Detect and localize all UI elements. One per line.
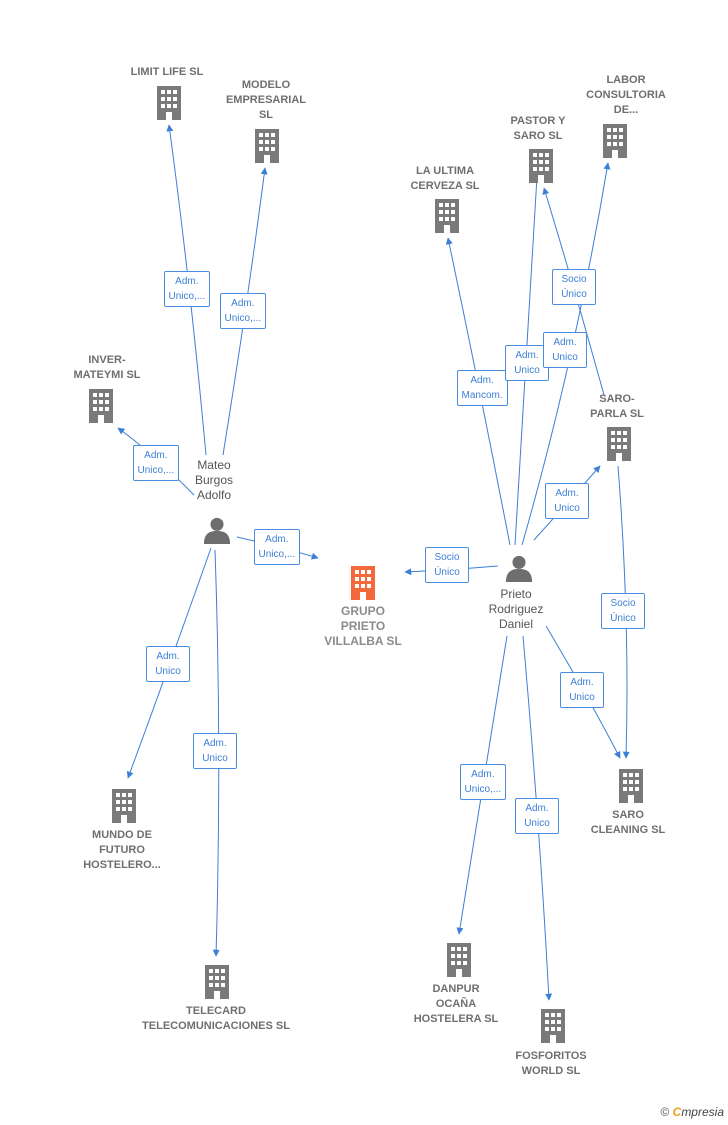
relation-label-prieto-labor[interactable]: Adm. Unico	[543, 332, 587, 368]
company-label-pastor[interactable]: PASTOR Y SARO SL	[510, 115, 566, 142]
company-label-telecard[interactable]: TELECARD TELECOMUNICACIONES SL	[142, 1005, 290, 1032]
main-company-label[interactable]: GRUPO PRIETO VILLALBA SL	[324, 604, 402, 648]
company-label-danpur[interactable]: DANPUR OCAÑA HOSTELERA SL	[413, 983, 499, 1025]
company-building-icon-mundo[interactable]	[112, 789, 136, 823]
company-building-icon-modelo[interactable]	[255, 129, 279, 163]
person-label-mateo[interactable]: Mateo Burgos Adolfo	[194, 458, 234, 502]
company-label-saroparla[interactable]: SARO- PARLA SL	[590, 393, 644, 420]
relation-label-prieto-fosforitos[interactable]: Adm. Unico	[515, 798, 559, 834]
relation-label-prieto-sarocleaning[interactable]: Adm. Unico	[560, 672, 604, 708]
logo-letter: C	[672, 1105, 682, 1119]
company-label-fosforitos[interactable]: FOSFORITOS WORLD SL	[515, 1050, 587, 1077]
relation-label-prieto-ultima[interactable]: Adm. Mancom.	[456, 370, 508, 406]
person-label-prieto[interactable]: Prieto Rodriguez Daniel	[488, 587, 544, 631]
company-building-icon-saroparla[interactable]	[607, 427, 631, 461]
copyright-symbol: ©	[660, 1105, 670, 1119]
company-label-mundo[interactable]: MUNDO DE FUTURO HOSTELERO...	[83, 829, 161, 871]
company-building-icon-sarocleaning[interactable]	[619, 769, 643, 803]
relation-label-mateo-main[interactable]: Adm. Unico,...	[253, 529, 301, 565]
relation-label-mateo-mundo[interactable]: Adm. Unico	[146, 646, 190, 682]
relation-label-mateo-inver[interactable]: Adm. Unico,...	[132, 445, 180, 481]
company-building-icon-fosforitos[interactable]	[541, 1009, 565, 1043]
person-icon-prieto[interactable]	[505, 555, 533, 582]
company-building-icon-pastor[interactable]	[529, 149, 553, 183]
relation-label-prieto-danpur[interactable]: Adm. Unico,...	[459, 764, 507, 800]
company-label-inver[interactable]: INVER- MATEYMI SL	[73, 354, 141, 381]
company-building-icon-danpur[interactable]	[447, 943, 471, 977]
relation-label-pastor-labor[interactable]: Socio Único	[552, 269, 596, 305]
empresia-logo[interactable]: © Cmpresia	[660, 1105, 724, 1119]
company-building-icon-telecard[interactable]	[205, 965, 229, 999]
relation-label-mateo-limit[interactable]: Adm. Unico,...	[163, 271, 211, 307]
company-label-labor[interactable]: LABOR CONSULTORIA DE...	[586, 74, 666, 116]
relation-label-prieto-main[interactable]: Socio Único	[425, 547, 469, 583]
person-icon-mateo[interactable]	[203, 517, 231, 544]
relation-label-mateo-modelo[interactable]: Adm. Unico,...	[219, 293, 267, 329]
company-building-icon-limit[interactable]	[157, 86, 181, 120]
company-label-sarocleaning[interactable]: SARO CLEANING SL	[590, 809, 666, 836]
company-building-icon-ultima[interactable]	[435, 199, 459, 233]
company-label-limit[interactable]: LIMIT LIFE SL	[130, 66, 204, 78]
main-company-building-icon[interactable]	[351, 566, 375, 600]
company-label-ultima[interactable]: LA ULTIMA CERVEZA SL	[410, 165, 480, 192]
company-building-icon-inver[interactable]	[89, 389, 113, 423]
logo-wordmark: mpresia	[681, 1105, 724, 1119]
relation-label-mateo-telecard[interactable]: Adm. Unico	[193, 733, 237, 769]
relation-label-saroparla-sarocleaning[interactable]: Socio Único	[601, 593, 645, 629]
company-label-modelo[interactable]: MODELO EMPRESARIAL SL	[225, 79, 307, 121]
relation-label-prieto-saroparla[interactable]: Adm. Unico	[545, 483, 589, 519]
